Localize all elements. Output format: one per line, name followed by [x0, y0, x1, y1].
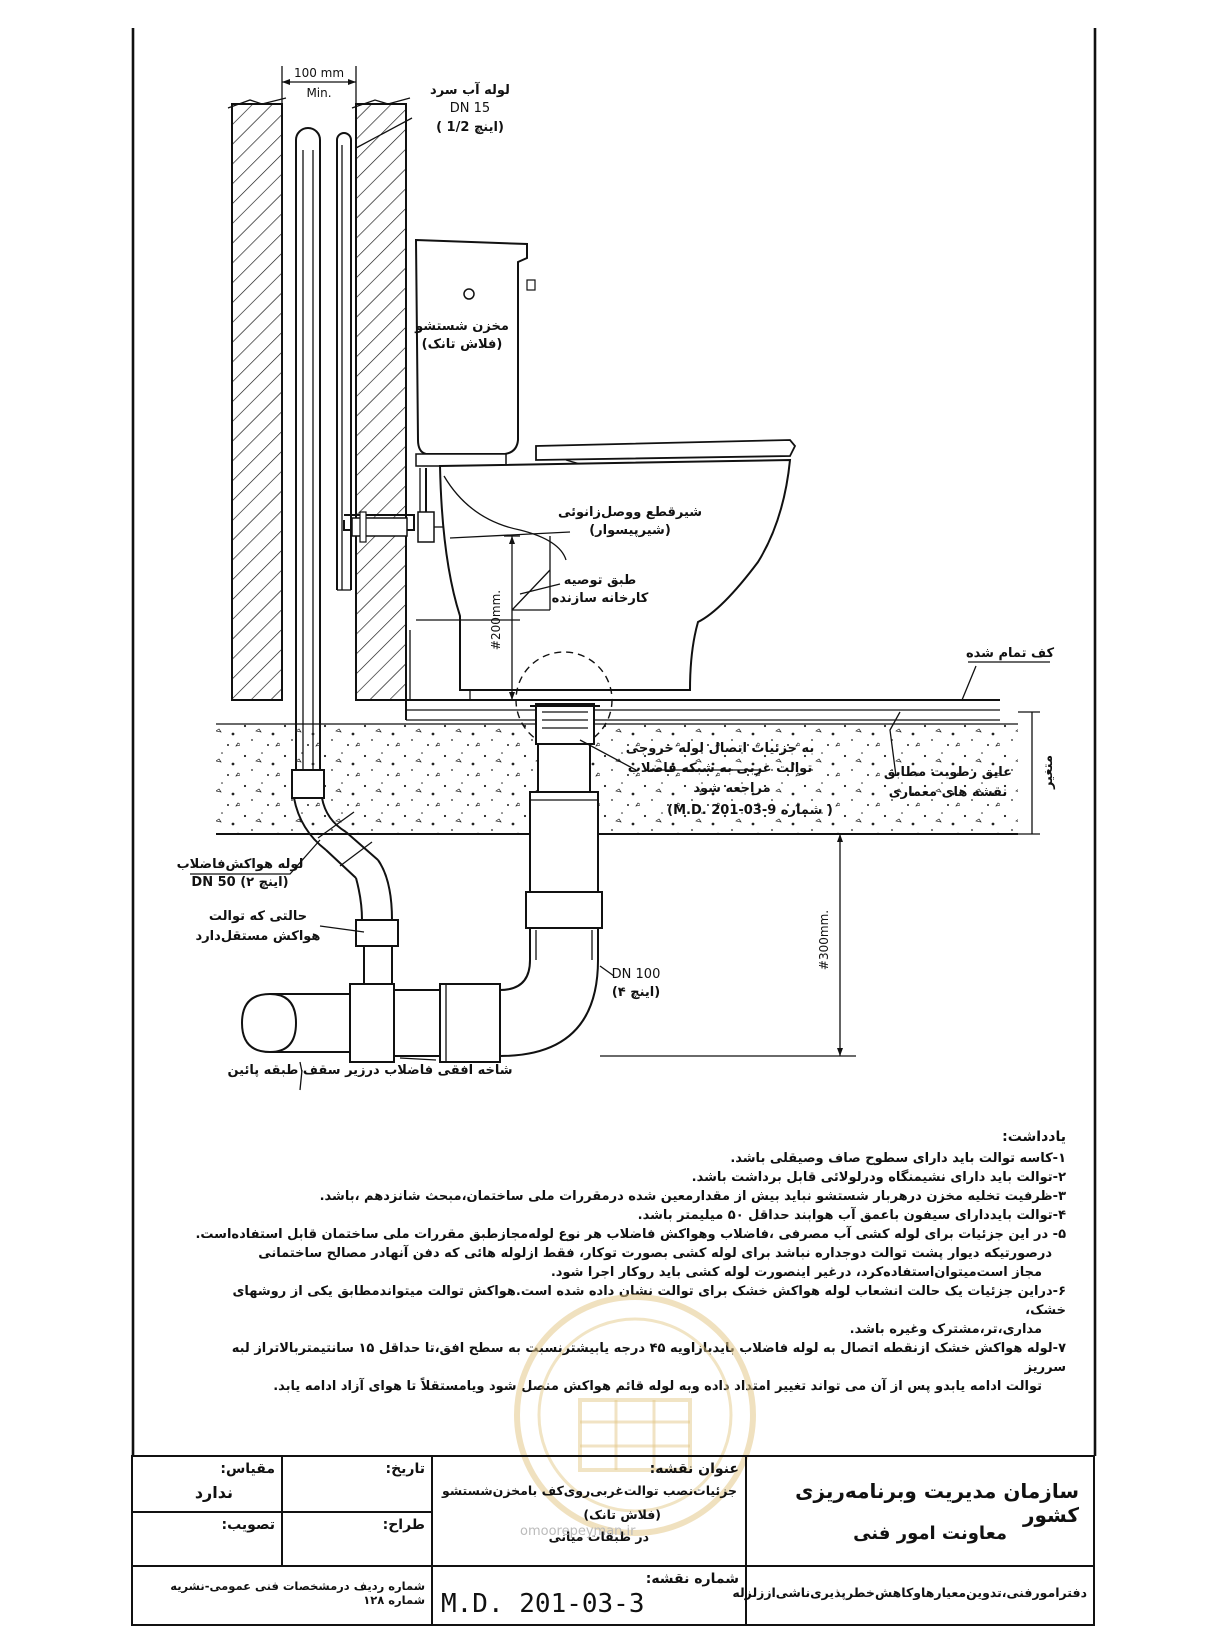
leader-manufacturer: [519, 583, 561, 595]
office-cell: دفترامورفنی،تدوین‌معیارهاوکاهش‌خطرپذیری‌…: [732, 1565, 1095, 1626]
moisture-label-1: عایق رطوبت مطابق: [884, 765, 1012, 780]
leader-cold-water: [355, 117, 413, 149]
dim-300mm: #300mm.: [600, 834, 856, 1057]
side-dim-label: متغیر: [1041, 755, 1056, 790]
date-cell: تاریخ:: [281, 1455, 433, 1513]
org-deputy: معاونت امور فنی: [853, 1523, 1007, 1544]
detail-ref-label-2: توالت غربی به شبکه فاضلاب: [628, 761, 812, 776]
cold-water-dn-label: DN 15: [450, 101, 490, 116]
cold-water-inch-label: ( 1/2 اینچ): [436, 120, 504, 135]
leader-vent: [190, 839, 321, 875]
toilet-bowl: [416, 439, 797, 700]
detail-ref-label-3: مراجعه شود: [693, 781, 770, 796]
manufacturer-label-2: کارخانه سازنده: [552, 591, 649, 606]
flush-tank-label-2: (فلاش تانک): [422, 337, 503, 352]
drawing-title-2: (فلاش تانک): [583, 1507, 661, 1522]
drain-pipe-dn100: [440, 743, 603, 1057]
scale-label: مقیاس:: [220, 1461, 275, 1477]
dim-min-text: Min.: [306, 86, 331, 100]
flush-tank: مخزن شستشو (فلاش تانک): [414, 238, 536, 467]
vent-pipe-label: لوله هواکش‌فاضلاب: [177, 857, 304, 872]
valve-label-2: (شیرپیسوار): [589, 523, 671, 538]
drawing-title-cell: عنوان نقشه: جزئیات‌نصب توالت‌غربی‌روی‌کف…: [431, 1455, 747, 1567]
finished-floor-label: کف تمام شده: [966, 646, 1055, 661]
org-name: سازمان مدیریت وبرنامه‌ریزی کشور: [795, 1479, 1079, 1527]
dim-200mm: #200mm.: [489, 535, 551, 700]
manufacturer-label: طبق توصیه: [564, 573, 637, 588]
slab-side-dim: متغیر: [1018, 711, 1056, 835]
note-item-5: ۵- در این جزئیات برای لوله کشی آب مصرفی …: [195, 1227, 1066, 1242]
detail-ref-label-4: (M.D. 201-03-9 شماره ): [667, 803, 833, 818]
moisture-label-2: نقشه های معماری: [889, 785, 1008, 800]
wall-top-breaks: [227, 97, 411, 109]
dn100-label-2: (۴ اینچ): [612, 985, 660, 1000]
finished-floor: [405, 630, 1000, 721]
dim-100mm: 100 mm Min.: [281, 66, 357, 104]
separate-vent-label-2: هواکش مستقل‌دارد: [196, 929, 321, 944]
leader-branch: [299, 1057, 437, 1073]
vent-pipe-vertical: [295, 127, 321, 770]
leader-detail: [579, 739, 760, 771]
title-block: سازمان مدیریت وبرنامه‌ریزی کشور معاونت ا…: [131, 1455, 1095, 1626]
row-ref-cell: شماره ردیف درمشخصات فنی عمومی-نشریه شمار…: [131, 1565, 433, 1626]
cold-water-pipe: [336, 132, 450, 591]
note-item-7: ۷-لوله هواکش خشک ازنقطه اتصال به لوله فا…: [231, 1341, 1066, 1375]
leader-floor: [961, 661, 1050, 701]
detail-ref-label-1: به جزئیات اتصال لوله خروجی: [626, 741, 815, 756]
office-name: دفترامورفنی،تدوین‌معیارهاوکاهش‌خطرپذیری‌…: [732, 1585, 1087, 1600]
flush-tank-label: مخزن شستشو: [414, 319, 509, 334]
outlet-connection: [515, 651, 613, 749]
note-item-4: ۴-توالت بایددارای سیفون باعمق آب هوابند …: [637, 1208, 1066, 1223]
scale-cell: مقیاس: ندارد: [131, 1455, 283, 1513]
leader-valve: [449, 531, 571, 539]
dn100-label: DN 100: [612, 967, 661, 982]
separate-vent-label: حالتی که توالت: [209, 909, 307, 924]
row-ref: شماره ردیف درمشخصات فنی عمومی-نشریه شمار…: [170, 1579, 425, 1607]
dim-200-text: #200mm.: [489, 590, 503, 650]
dim-100-text: 100 mm: [294, 66, 344, 80]
cold-water-pipe-label: لوله آب سرد: [430, 81, 510, 98]
leader-separate-vent: [319, 925, 365, 933]
leader-dn100: [599, 965, 615, 977]
leader-moisture: [889, 711, 901, 777]
wall-right: [355, 103, 407, 701]
drawing-no: M.D. 201-03-3: [441, 1589, 645, 1619]
note-item-1: ۱-کاسه توالت باید دارای سطوح صاف وصیقلی …: [730, 1151, 1066, 1166]
dim-300-text: #300mm.: [817, 910, 831, 970]
drawing-no-label: شماره نقشه:: [645, 1571, 739, 1587]
designer-cell: طراح:: [281, 1511, 433, 1567]
approval-cell: تصویب:: [131, 1511, 283, 1567]
approval-label: تصویب:: [221, 1517, 275, 1533]
note-item-2: ۲-توالت باید دارای نشیمنگاه ودرلولائی قا…: [691, 1170, 1066, 1185]
vent-pipe-label-2: DN 50 (۲ اینچ): [191, 875, 288, 890]
note-item-5c: مجاز است‌میتوان‌استفاده‌کرد، درغیر اینصو…: [550, 1265, 1042, 1280]
drawing-title-1: جزئیات‌نصب توالت‌غربی‌روی‌کف بامخزن‌شستش…: [441, 1483, 737, 1498]
note-item-6: ۶-دراین جزئیات یک حالت انشعاب لوله هواکش…: [232, 1284, 1066, 1318]
drawing-title-3: در طبقات میانی: [548, 1529, 649, 1544]
date-label: تاریخ:: [385, 1461, 425, 1477]
watermark-site: omoorepeyman.ir: [520, 1524, 636, 1539]
drawing-title-label: عنوان نقشه:: [649, 1461, 739, 1477]
note-item-6b: مداری،تر،مشترک وغیره باشد.: [849, 1322, 1042, 1337]
drawing-no-cell: شماره نقشه: M.D. 201-03-3: [431, 1565, 747, 1626]
horizontal-branch-label: شاخه افقی فاضلاب درزیر سقف طبقه پائین: [227, 1063, 512, 1078]
note-item-7b: توالت ادامه یابدو پس از آن می تواند تغیی…: [273, 1379, 1042, 1394]
vent-branch: [291, 769, 399, 985]
wall-left: [231, 103, 283, 701]
horizontal-branch: [240, 983, 501, 1091]
note-item-5b: درصورتیکه دیوار پشت توالت دوجداره نباشد …: [258, 1246, 1052, 1261]
scale-value: ندارد: [194, 1483, 233, 1502]
note-item-3: ۳-ظرفیت تخلیه مخزن درهربار شستشو نباید ب…: [319, 1189, 1066, 1204]
org-cell: سازمان مدیریت وبرنامه‌ریزی کشور معاونت ا…: [745, 1455, 1095, 1567]
sheet-border: [131, 28, 1097, 1456]
notes-title: یادداشت:: [1002, 1129, 1066, 1145]
notes-section: یادداشت: ۱-کاسه توالت باید دارای سطوح صا…: [190, 1128, 1066, 1396]
valve-label: شیرقطع ووصل‌زانوئی: [558, 505, 702, 520]
designer-label: طراح:: [382, 1517, 425, 1533]
